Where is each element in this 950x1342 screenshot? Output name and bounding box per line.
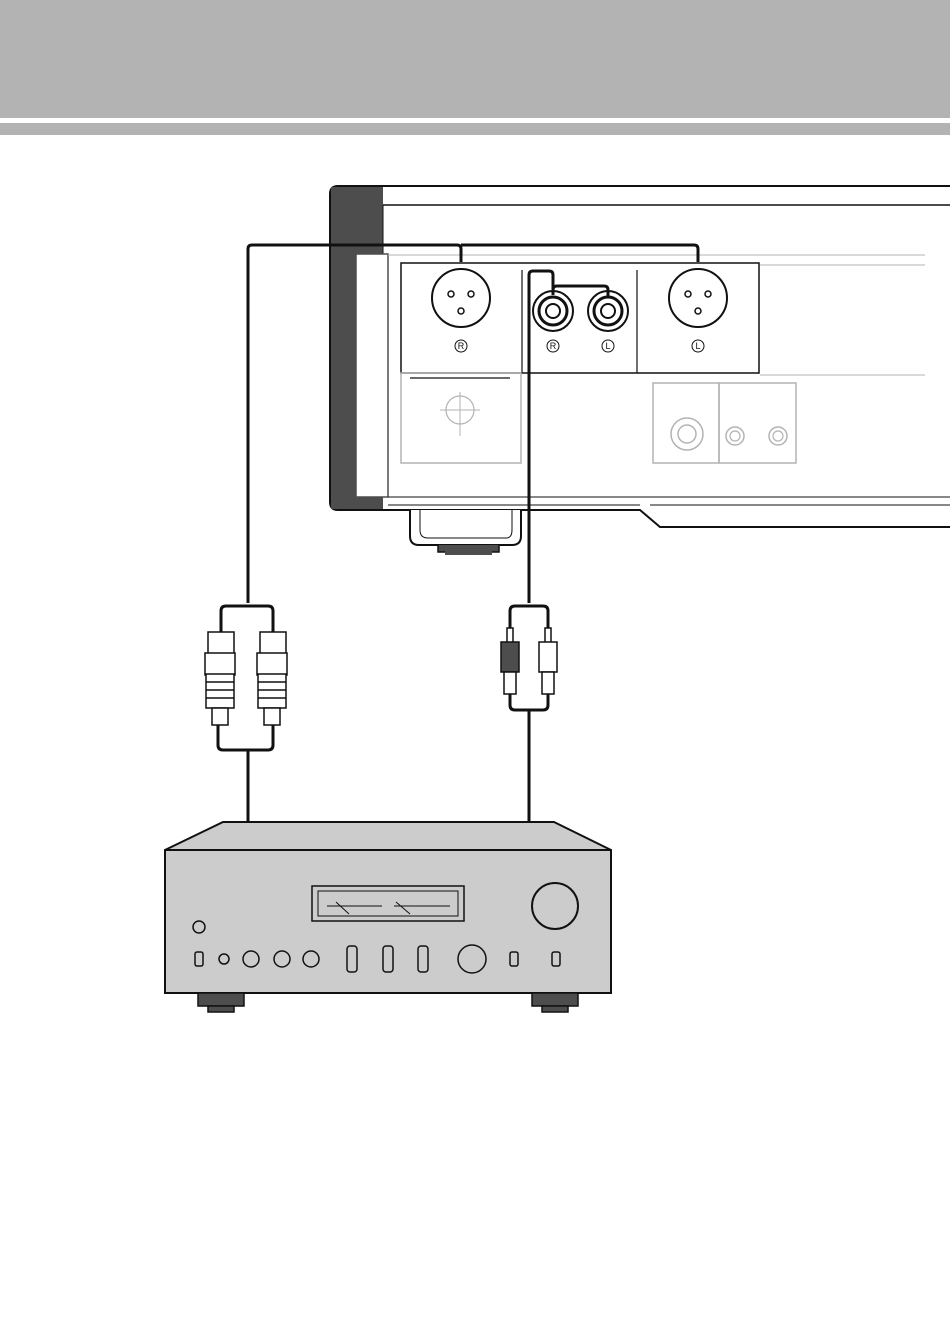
xlr-right-jack <box>432 269 490 327</box>
toggle-switch-icon <box>510 952 518 966</box>
power-switch-icon <box>195 952 203 966</box>
xlr-left-jack <box>669 269 727 327</box>
integrated-amplifier <box>165 822 611 1012</box>
lever-switch-icon <box>418 946 428 972</box>
xlr-right-label: R <box>458 341 465 351</box>
rca-plug-white <box>539 628 557 694</box>
xlr-left-label: L <box>695 341 700 351</box>
xlr-plug-left <box>205 632 235 725</box>
control-knob-icon <box>303 951 319 967</box>
amp-left-foot <box>198 993 244 1012</box>
rca-left-label: L <box>605 341 610 351</box>
xlr-plug-right <box>257 632 287 725</box>
rca-left-jack <box>588 291 628 331</box>
device-foot <box>410 510 521 555</box>
headphone-jack-icon <box>219 954 229 964</box>
toggle-switch-icon <box>552 952 560 966</box>
rca-right-jack <box>533 291 573 331</box>
rca-right-label: R <box>550 341 557 351</box>
lever-switch-icon <box>347 946 357 972</box>
control-knob-icon <box>243 951 259 967</box>
input-selector-knob-icon <box>458 945 486 973</box>
rca-plug-red <box>501 628 519 694</box>
device-rear-panel: R R L L <box>330 186 950 555</box>
amp-right-foot <box>532 993 578 1012</box>
volume-knob-icon <box>532 883 578 929</box>
control-knob-icon <box>274 951 290 967</box>
level-meter-display <box>312 886 464 921</box>
lever-switch-icon <box>383 946 393 972</box>
power-indicator-icon <box>193 921 205 933</box>
